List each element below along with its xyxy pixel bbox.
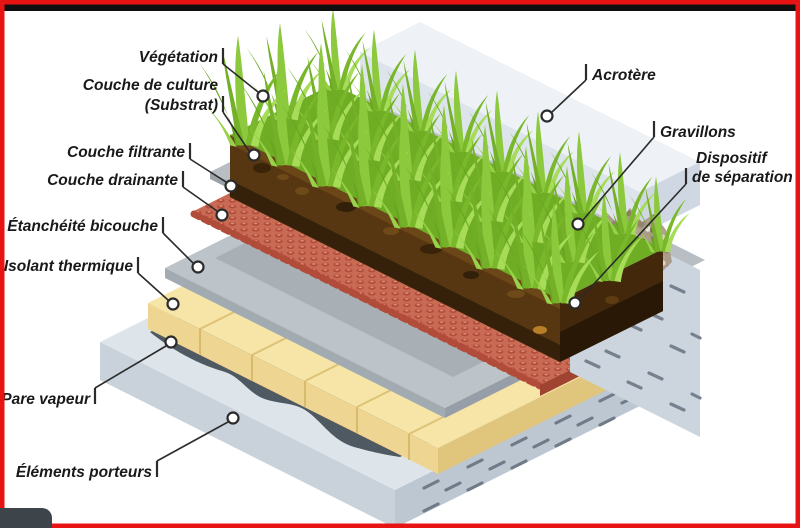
- soil-right-dark-band: [560, 281, 663, 362]
- coping-top-face: [360, 22, 700, 192]
- label-vegetation: Végétation: [139, 48, 270, 103]
- slab-left-face: [100, 342, 395, 528]
- waterproofing-left-face: [165, 268, 445, 418]
- label-acrotere: Acrotère: [540, 64, 656, 123]
- label-couche-drainante: Couche drainante: [47, 171, 229, 222]
- leader-dot: [571, 217, 585, 231]
- label-text: Isolant thermique: [4, 258, 134, 275]
- leader-dot: [256, 89, 270, 103]
- label-text: Acrotère: [591, 67, 656, 84]
- label-text: Végétation: [139, 49, 218, 66]
- top-black-bar: [4, 3, 796, 11]
- drainage-scalloped-edge: [190, 210, 544, 390]
- label-isolant-thermique: Isolant thermique: [4, 257, 180, 311]
- label-text: Dispositif: [696, 150, 768, 167]
- layer-vegetation: [194, 8, 690, 305]
- insulation-left-face: [148, 303, 438, 474]
- label-text: Couche drainante: [47, 172, 178, 189]
- label-pare-vapeur: Pare vapeur: [1, 335, 178, 408]
- label-text: Éléments porteurs: [16, 464, 152, 481]
- label-text: Couche filtrante: [67, 144, 185, 161]
- label-text: Pare vapeur: [1, 391, 91, 408]
- leader-dot: [226, 411, 240, 425]
- leader-dot: [191, 260, 205, 274]
- label-couche-filtrante: Couche filtrante: [67, 143, 238, 193]
- label-text: Couche de culture: [83, 77, 219, 94]
- leader-dot: [164, 335, 178, 349]
- label-text: (Substrat): [145, 97, 218, 114]
- label-couche-de-culture: Couche de culture (Substrat): [83, 77, 261, 162]
- label-text: de séparation: [692, 169, 793, 186]
- leader-dot: [540, 109, 554, 123]
- leader-dot: [568, 296, 582, 310]
- soil-dark-band: [230, 180, 560, 362]
- label-text: Étanchéité bicouche: [7, 218, 158, 235]
- label-text: Gravillons: [660, 124, 736, 141]
- leader-dot: [224, 179, 238, 193]
- corner-artifact: [0, 508, 52, 528]
- label-dispositif-separation: Dispositif de séparation: [568, 150, 793, 310]
- leader-dot: [166, 297, 180, 311]
- label-etancheite-bicouche: Étanchéité bicouche: [7, 217, 205, 274]
- leader-dot: [215, 208, 229, 222]
- annotations: Végétation Couche de culture (Substrat) …: [1, 48, 793, 481]
- label-gravillons: Gravillons: [571, 121, 736, 231]
- leader-dot: [247, 148, 261, 162]
- label-elements-porteurs: Éléments porteurs: [16, 411, 240, 481]
